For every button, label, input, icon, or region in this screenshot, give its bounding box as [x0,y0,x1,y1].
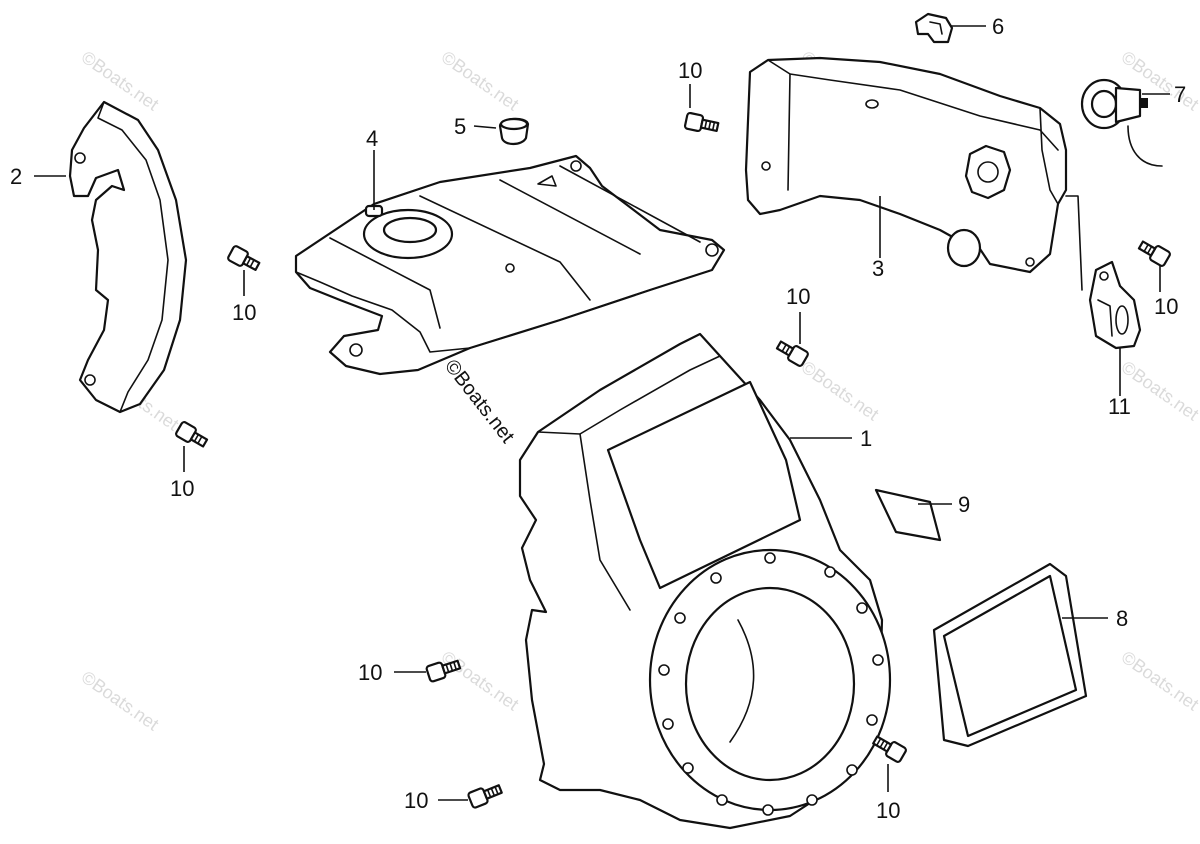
bolt [425,659,462,683]
watermark: ©Boats.net [438,647,523,715]
part-4-top-cover [294,154,726,376]
callout-2: 2 [10,164,22,189]
watermark: ©Boats.net [798,357,883,425]
callout-11: 11 [1108,394,1131,419]
bolt [775,340,809,367]
bolt [227,245,261,271]
part-1-fan-shroud [518,332,892,830]
shroud-bolt-holes [658,552,884,816]
callout-10-right: 10 [1154,294,1178,319]
callout-10-center: 10 [786,284,810,309]
bolt [467,784,503,809]
bolt [683,111,720,133]
watermark: ©Boats.net [78,47,163,115]
callout-10-top: 10 [678,58,702,83]
callout-3: 3 [872,256,884,281]
part-5-plug [498,117,530,146]
part-2-side-plate [68,100,188,414]
part-8-gasket [932,562,1088,748]
part-6-clip [914,12,954,44]
callouts: 2 4 5 6 7 3 10 10 10 10 10 11 1 9 8 10 1… [10,14,1186,823]
watermark-center: ©Boats.net [440,356,519,448]
part-7-switch [1080,78,1163,167]
callout-7: 7 [1174,82,1186,107]
callout-5: 5 [454,114,466,139]
callout-9: 9 [958,492,970,517]
part-3-side-shroud [744,56,1068,274]
bolts [175,111,1171,809]
watermark: ©Boats.net [438,47,523,115]
callout-4: 4 [366,126,378,151]
bolt [1137,240,1171,267]
watermark: ©Boats.net [1118,647,1200,715]
part-11-bracket [1065,195,1142,350]
callout-10-bottom-left: 10 [170,476,194,501]
watermark: ©Boats.net [78,667,163,735]
callout-1: 1 [860,426,872,451]
callout-10-left: 10 [232,300,256,325]
leader-lines [34,25,1170,801]
callout-10-lower-left: 10 [358,660,382,685]
bolt [175,421,209,448]
part-9-label [874,488,942,542]
callout-10-lower-right: 10 [876,798,900,823]
callout-6: 6 [992,14,1004,39]
callout-8: 8 [1116,606,1128,631]
bolt [872,735,907,763]
callout-10-lowest: 10 [404,788,428,813]
